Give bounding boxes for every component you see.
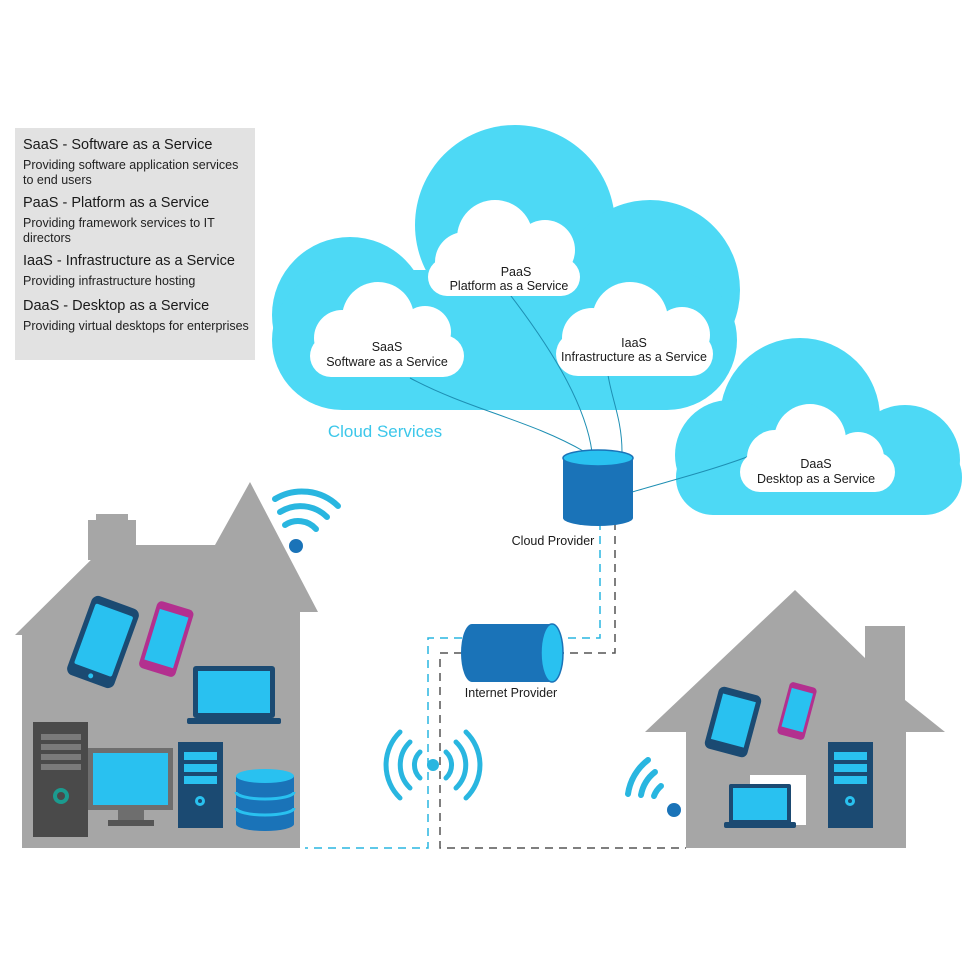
- service-name-paas: Platform as a Service: [450, 279, 569, 293]
- service-abbr-iaas: IaaS: [621, 336, 647, 350]
- legend-description: Providing software application services …: [23, 158, 239, 187]
- monitor-icon: [88, 748, 173, 826]
- service-name-iaas: Infrastructure as a Service: [561, 350, 707, 364]
- network-cables: [305, 522, 686, 849]
- service-abbr-daas: DaaS: [800, 457, 831, 471]
- database-icon: [234, 769, 296, 831]
- tablet-icon: [67, 595, 139, 689]
- cloud-provider-database-icon: [562, 449, 634, 526]
- legend-title: IaaS - Infrastructure as a Service: [23, 253, 235, 269]
- internet-provider-pipe-icon: [461, 623, 564, 683]
- bubble-saas: [310, 282, 464, 377]
- service-abbr-saas: SaaS: [372, 340, 403, 354]
- legend-title: DaaS - Desktop as a Service: [23, 298, 210, 314]
- legend-item-paas: PaaS - Platform as a Service Providing f…: [23, 194, 249, 246]
- wireless-router-icon: [383, 729, 483, 801]
- legend-title: SaaS - Software as a Service: [23, 137, 213, 153]
- desktop-tower-icon: [33, 722, 88, 837]
- bubble-paas: [428, 200, 580, 296]
- laptop-icon: [187, 666, 281, 724]
- bubble-daas: [740, 404, 895, 492]
- service-abbr-paas: PaaS: [501, 265, 532, 279]
- bubble-iaas: [556, 282, 713, 376]
- legend-description: Providing infrastructure hosting: [23, 274, 196, 288]
- legend-item-iaas: IaaS - Infrastructure as a Service Provi…: [23, 252, 249, 289]
- service-name-daas: Desktop as a Service: [757, 472, 875, 486]
- cloud-provider-label: Cloud Provider: [512, 534, 595, 548]
- service-name-saas: Software as a Service: [326, 355, 448, 369]
- right-laptop-icon: [724, 784, 796, 828]
- left-house-wifi-icon: [272, 488, 341, 553]
- right-house-wifi-icon: [625, 757, 681, 817]
- smartphone-icon: [139, 601, 194, 677]
- server-tower-icon: [178, 742, 223, 828]
- cloud-services-label: Cloud Services: [328, 422, 442, 441]
- legend-item-daas: DaaS - Desktop as a Service Providing vi…: [23, 297, 249, 334]
- legend-title: PaaS - Platform as a Service: [23, 195, 210, 211]
- right-tablet-icon: [704, 686, 762, 758]
- legend-description: Providing virtual desktops for enterpris…: [23, 319, 249, 333]
- service-connectors: [409, 291, 761, 493]
- legend-item-saas: SaaS - Software as a Service Providing s…: [23, 136, 249, 188]
- right-smartphone-icon: [777, 682, 817, 740]
- legend-panel: SaaS - Software as a Service Providing s…: [15, 128, 255, 360]
- right-server-tower-icon: [828, 742, 873, 828]
- internet-provider-label: Internet Provider: [465, 686, 557, 700]
- legend-description: Providing framework services to IT direc…: [23, 216, 215, 245]
